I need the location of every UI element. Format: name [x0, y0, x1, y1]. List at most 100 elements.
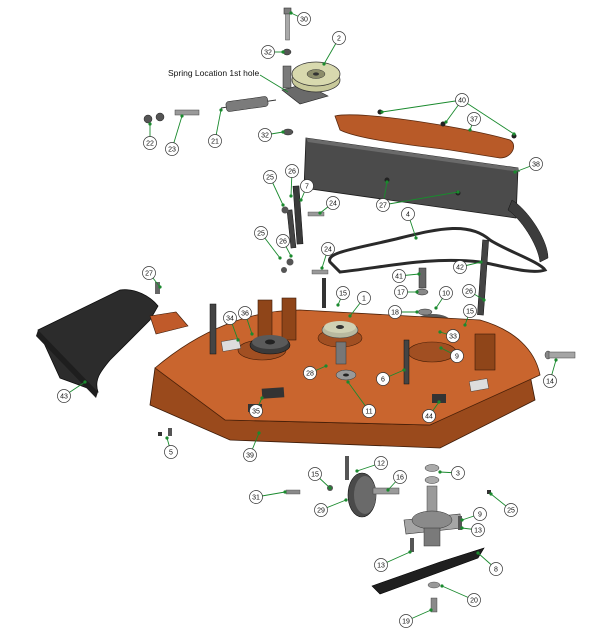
- callout-arrowhead: [489, 492, 493, 496]
- spring-location-leader: [259, 74, 289, 93]
- callout-arrowhead: [385, 180, 389, 184]
- callout-arrowhead: [165, 436, 169, 440]
- screws-5: [158, 428, 172, 436]
- callout-label: 42: [456, 264, 464, 271]
- callout-arrowhead: [257, 431, 261, 435]
- callout-label: 5: [169, 449, 173, 456]
- callout-9: 9: [439, 346, 464, 363]
- callout-arrowhead: [456, 190, 460, 194]
- callout-label: 2: [337, 35, 341, 42]
- callout-arrowhead: [260, 396, 264, 400]
- callout-label: 30: [300, 16, 308, 23]
- callout-35: 35: [249, 396, 264, 418]
- callout-circle: [394, 285, 408, 299]
- callout-label: 24: [324, 246, 332, 253]
- callout-circle: [208, 134, 222, 148]
- callout-arrowhead: [512, 132, 516, 136]
- callout-31: 31: [249, 490, 287, 504]
- callout-arrowhead: [463, 323, 467, 327]
- callout-arrowhead: [346, 380, 350, 384]
- callout-21: 21: [208, 108, 223, 148]
- callout-leader: [381, 99, 463, 113]
- callout-circle: [504, 503, 518, 517]
- callout-label: 40: [458, 97, 466, 104]
- callout-arrowhead: [380, 110, 384, 114]
- callout-label: 3: [456, 470, 460, 477]
- callout-layer: 3023222232132403738272625724425262442411…: [57, 11, 558, 628]
- callout-40: 40: [380, 93, 516, 136]
- spindle-assembly: [285, 456, 491, 613]
- callout-circle: [285, 164, 299, 178]
- spring-location-note: Spring Location 1st hole: [168, 68, 259, 78]
- callout-29: 29: [314, 498, 348, 517]
- callout-label: 24: [329, 200, 337, 207]
- callout-circle: [57, 389, 71, 403]
- callout-arrowhead: [476, 551, 480, 555]
- callout-circle: [374, 558, 388, 572]
- callout-label: 11: [365, 408, 372, 415]
- callout-19: 19: [399, 608, 433, 628]
- callout-arrowhead: [355, 469, 359, 473]
- callout-arrowhead: [437, 400, 441, 404]
- callout-leader: [461, 99, 515, 135]
- callout-label: 39: [246, 452, 254, 459]
- callout-arrowhead: [513, 170, 517, 174]
- callout-arrowhead: [83, 380, 87, 384]
- callout-circle: [455, 93, 469, 107]
- callout-circle: [243, 448, 257, 462]
- callout-circle: [451, 466, 465, 480]
- callout-arrowhead: [320, 266, 324, 270]
- callout-12: 12: [355, 456, 388, 473]
- callout-13: 13: [460, 523, 485, 537]
- callout-circle: [249, 404, 263, 418]
- callout-36: 36: [238, 306, 254, 336]
- bolt-14: [544, 350, 576, 360]
- callout-label: 27: [379, 202, 387, 209]
- callout-circle: [422, 409, 436, 423]
- callout-circle: [463, 304, 477, 318]
- callout-32: 32: [258, 128, 285, 142]
- callout-circle: [165, 142, 179, 156]
- callout-arrowhead: [429, 608, 433, 612]
- callout-25: 25: [489, 492, 518, 517]
- callout-44: 44: [422, 400, 441, 423]
- callout-label: 25: [257, 230, 265, 237]
- callout-circle: [300, 179, 314, 193]
- callout-label: 13: [377, 562, 385, 569]
- callout-circle: [489, 562, 503, 576]
- callout-25: 25: [254, 226, 282, 260]
- callout-circle: [473, 507, 487, 521]
- callout-33: 33: [438, 329, 460, 343]
- callout-circle: [249, 490, 263, 504]
- callout-circle: [401, 207, 415, 221]
- callout-label: 28: [306, 370, 314, 377]
- callout-27: 27: [142, 266, 162, 289]
- callout-label: 26: [279, 238, 287, 245]
- callout-label: 25: [507, 507, 515, 514]
- callout-7: 7: [299, 179, 314, 202]
- callout-label: 33: [449, 333, 457, 340]
- callout-arrowhead: [289, 11, 293, 15]
- callout-13: 13: [374, 550, 412, 572]
- callout-38: 38: [513, 157, 543, 174]
- callout-circle: [446, 329, 460, 343]
- callout-arrowhead: [289, 254, 293, 258]
- callout-label: 25: [266, 174, 274, 181]
- callout-arrowhead: [250, 332, 254, 336]
- callout-1: 1: [348, 291, 371, 318]
- callout-label: 35: [252, 408, 260, 415]
- callout-3: 3: [438, 466, 465, 480]
- callout-label: 27: [145, 270, 153, 277]
- callout-41: 41: [392, 269, 421, 283]
- discharge-chute: [36, 282, 189, 398]
- callout-circle: [399, 614, 413, 628]
- callout-arrowhead: [318, 211, 322, 215]
- callout-label: 29: [317, 507, 325, 514]
- callout-circle: [261, 45, 275, 59]
- callout-2: 2: [322, 31, 346, 66]
- callout-arrowhead: [219, 108, 223, 112]
- linkage-left: [281, 185, 329, 275]
- callout-arrowhead: [439, 346, 443, 350]
- callout-label: 15: [466, 308, 474, 315]
